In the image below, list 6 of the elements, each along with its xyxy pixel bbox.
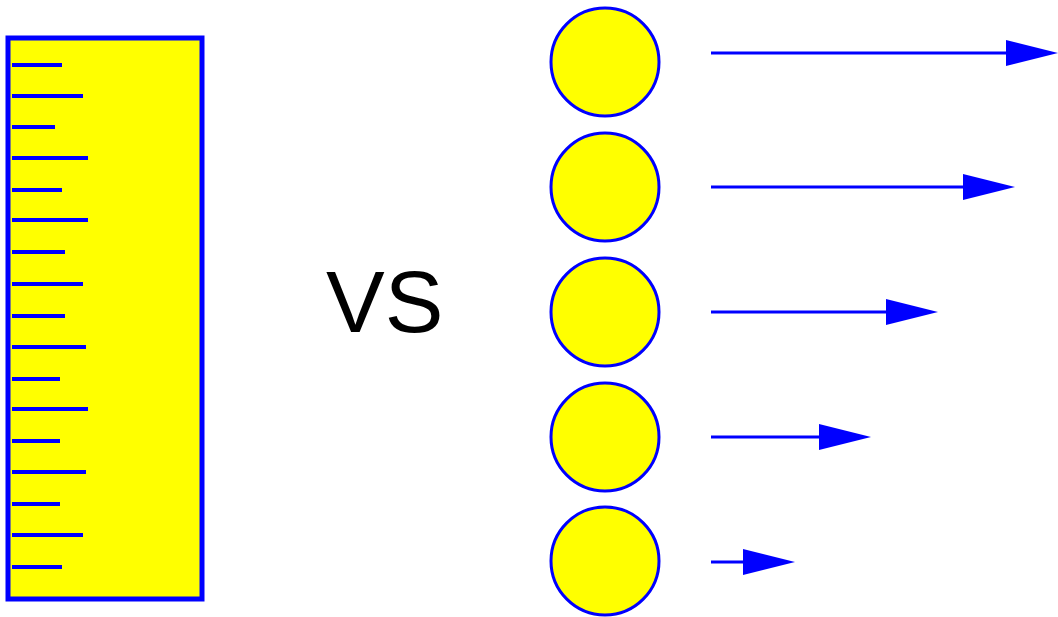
circle — [549, 131, 661, 243]
vs-label: VS — [326, 258, 444, 346]
circle — [549, 505, 661, 617]
circle — [549, 381, 661, 493]
circle — [549, 6, 661, 118]
circle — [549, 256, 661, 368]
